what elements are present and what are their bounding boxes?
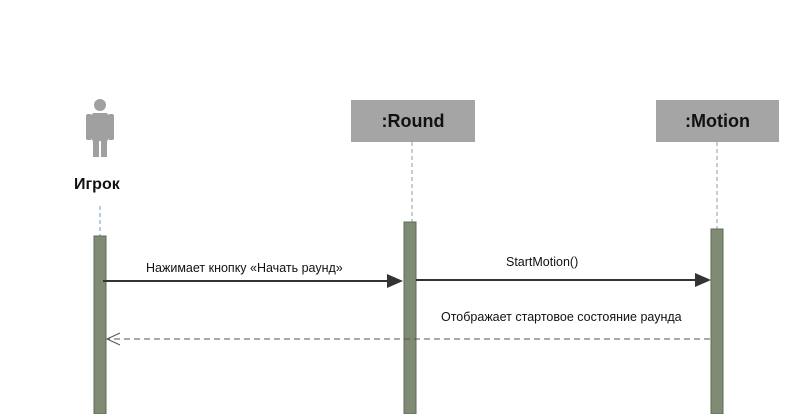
actor-activation-bar xyxy=(93,235,107,414)
message-label-display-state: Отображает стартовое состояние раунда xyxy=(441,310,682,324)
object-motion-label: :Motion xyxy=(685,110,750,131)
object-motion: :Motion xyxy=(656,100,779,142)
motion-activation-bar xyxy=(710,228,724,414)
object-round-label: :Round xyxy=(381,110,445,131)
message-label-startmotion: StartMotion() xyxy=(506,255,579,269)
user-icon xyxy=(86,99,114,157)
arrowhead-open-icon xyxy=(105,332,121,346)
actor-name: Игрок xyxy=(74,176,120,193)
arrowhead-filled-icon xyxy=(695,273,711,287)
object-round: :Round xyxy=(351,100,475,142)
round-activation-bar xyxy=(403,221,417,414)
message-label-start-round: Нажимает кнопку «Начать раунд» xyxy=(146,261,343,275)
arrowhead-filled-icon xyxy=(387,274,403,288)
